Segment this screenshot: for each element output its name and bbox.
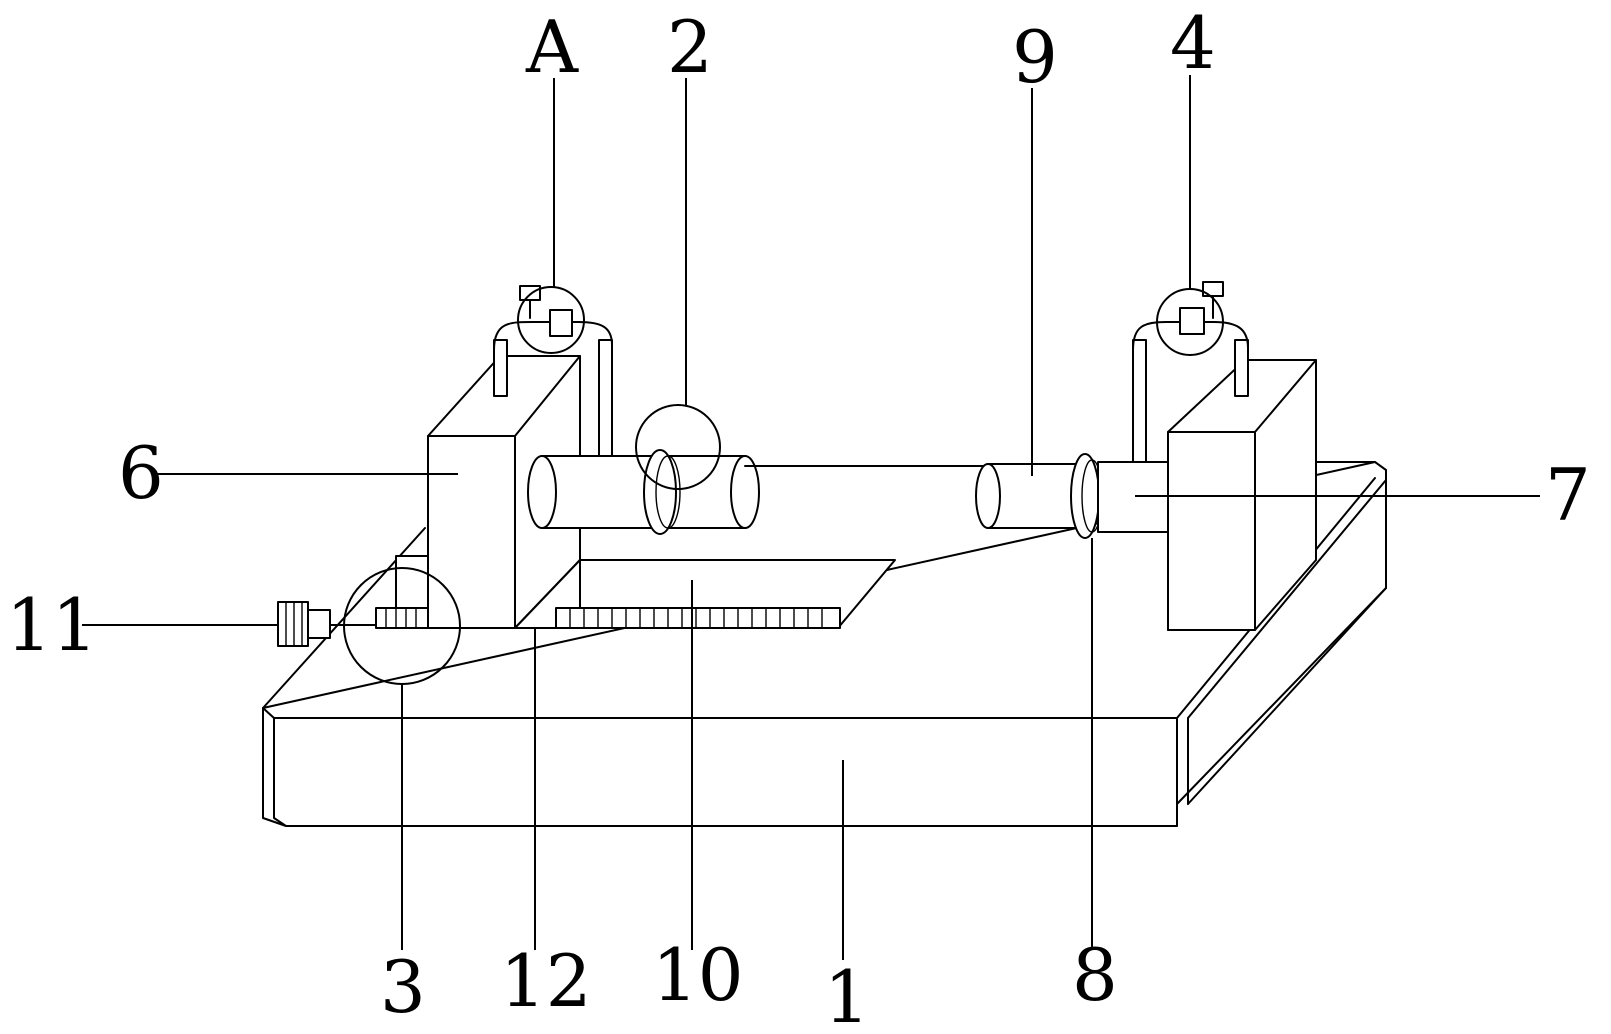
- base-plate: [262, 461, 1387, 827]
- label-4: 4: [1170, 1, 1216, 85]
- label-2: 2: [667, 5, 713, 89]
- left-clamp-bracket: [493, 285, 613, 463]
- right-support-block: [1167, 359, 1317, 631]
- right-cylinder: [744, 453, 1169, 539]
- label-1: 1: [824, 955, 870, 1034]
- label-12: 12: [500, 939, 592, 1023]
- label-7: 7: [1545, 453, 1591, 537]
- label-3: 3: [380, 945, 426, 1029]
- label-8: 8: [1072, 933, 1118, 1017]
- leader-lines: [82, 75, 1540, 960]
- label-A: A: [525, 5, 579, 89]
- label-6: 6: [118, 431, 164, 515]
- right-clamp-bracket: [1132, 281, 1249, 463]
- left-cylinder: [527, 404, 760, 535]
- rack-teeth: [569, 608, 823, 628]
- label-11: 11: [6, 583, 98, 667]
- label-10: 10: [652, 933, 744, 1017]
- slide-rail: [514, 559, 896, 629]
- reference-labels: A 2 9 4 6 7 11 3 12 10 1 8: [6, 1, 1591, 1034]
- label-9: 9: [1012, 15, 1058, 99]
